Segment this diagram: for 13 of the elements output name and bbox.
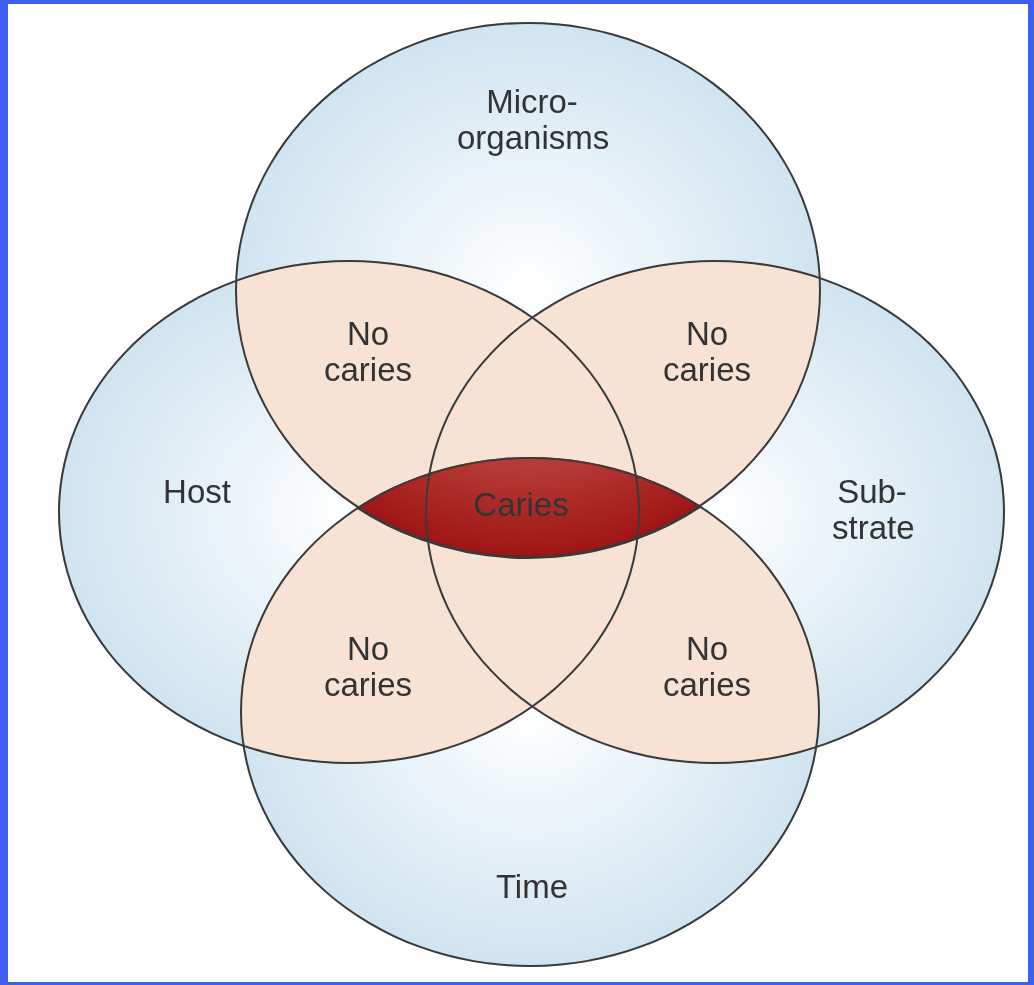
circle-label: Host xyxy=(162,473,232,511)
overlap-label: No caries xyxy=(323,315,413,389)
venn-circle xyxy=(425,260,1005,764)
overlap-label: Caries xyxy=(472,486,570,524)
circle-label: Sub- strate xyxy=(832,473,912,547)
venn-circle xyxy=(58,260,640,764)
circle-label: Micro- organisms xyxy=(457,83,607,157)
venn-circle xyxy=(235,22,821,558)
overlap-label: No caries xyxy=(323,630,413,704)
circle-label: Time xyxy=(494,868,570,906)
overlap-label: No caries xyxy=(662,315,752,389)
venn-circle xyxy=(240,457,820,967)
overlap-label: No caries xyxy=(662,630,752,704)
